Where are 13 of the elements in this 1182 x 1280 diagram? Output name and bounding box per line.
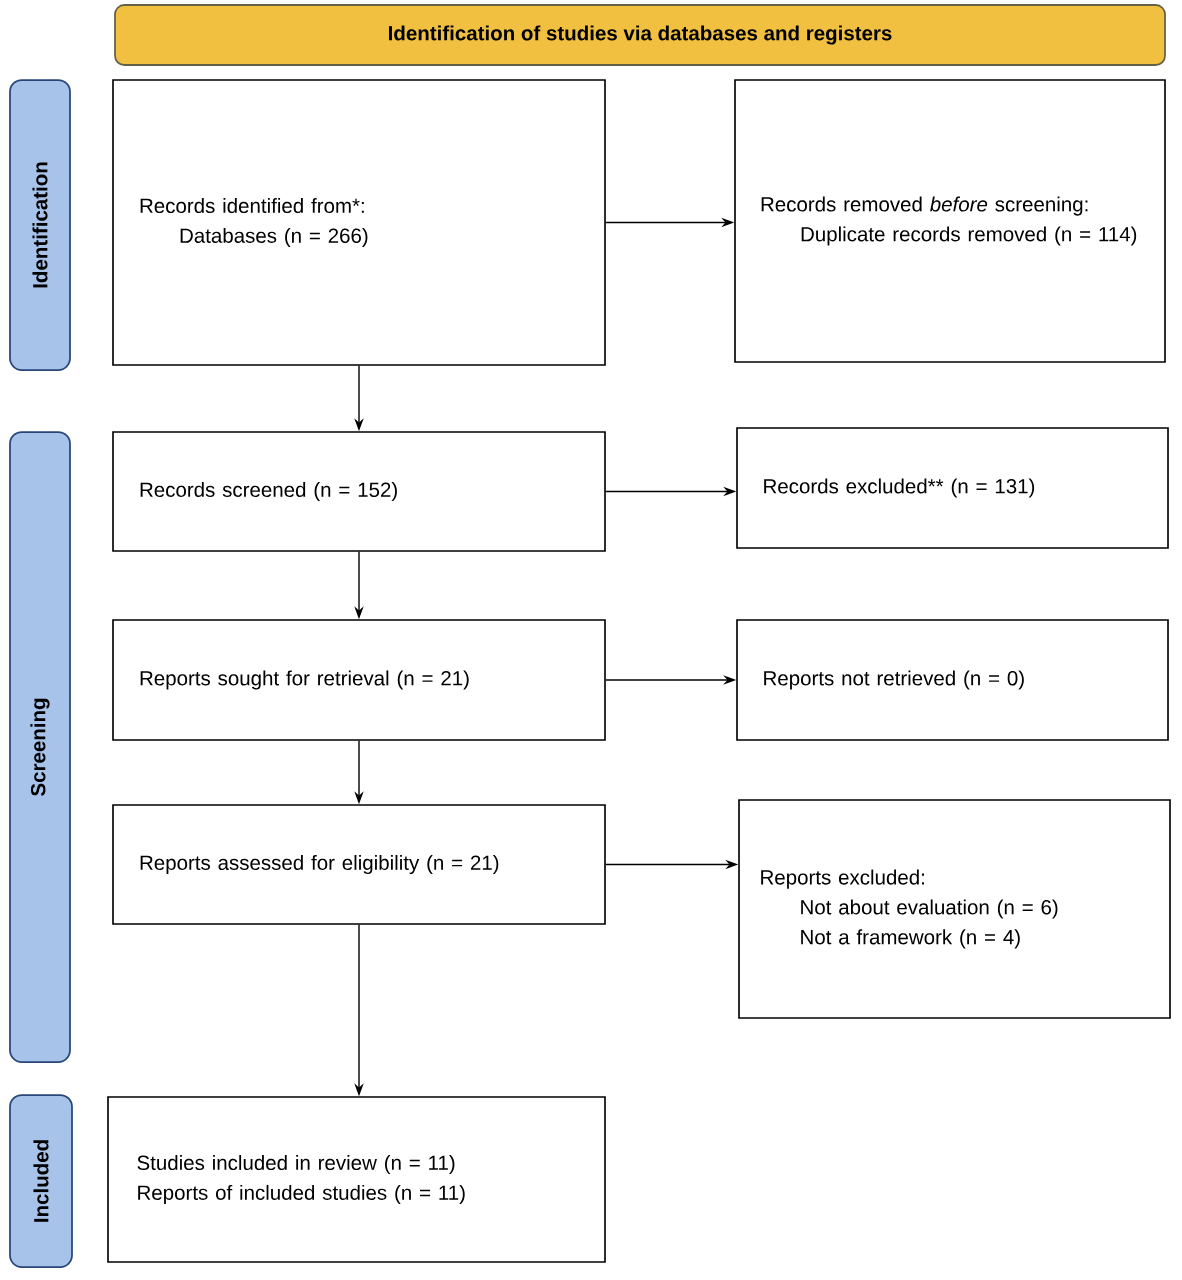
section-header: Identification of studies via databases and registers [114,4,1166,66]
phase-label: Included [9,1094,73,1268]
process-box: Records screened (n = 152) [112,431,606,552]
process-box: Reports excluded: Not about evaluation (n = 6) Not a framework (n = 4) [738,799,1171,1019]
process-box: Studies included in review (n = 11) Reports of included studies (n = 11) [107,1096,606,1263]
process-box: Records removed before screening: Duplicate records removed (n = 114) [734,79,1166,363]
process-box: Records identified from*: Databases (n = 266) [112,79,606,366]
process-box: Reports sought for retrieval (n = 21) [112,619,606,741]
process-box: Reports not retrieved (n = 0) [736,619,1169,741]
phase-label: Screening [9,431,71,1063]
phase-label: Identification [9,79,71,371]
process-box: Reports assessed for eligibility (n = 21) [112,804,606,925]
process-box: Records excluded** (n = 131) [736,427,1169,549]
